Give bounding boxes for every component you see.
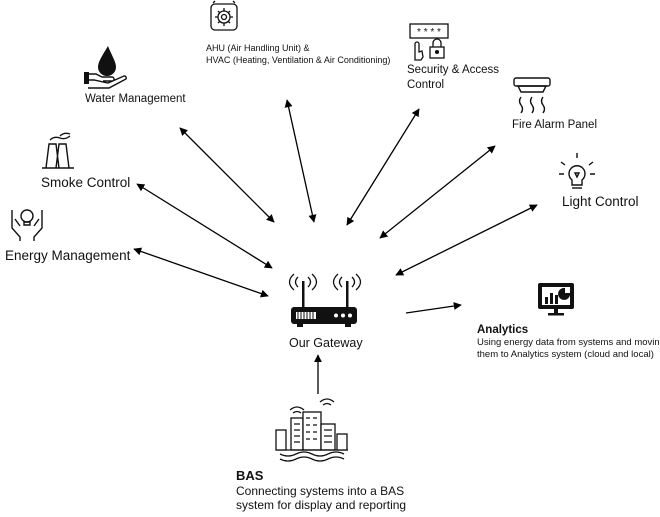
water-management-label: Water Management: [85, 93, 186, 105]
security-label: Security & Access Control: [407, 63, 499, 93]
analytics-desc-line1: Using energy data from systems and movin…: [477, 337, 660, 348]
arrow-energy-gateway: [133, 247, 269, 298]
analytics-title: Analytics: [477, 324, 529, 336]
smoke-stacks-icon: [42, 132, 74, 169]
hvac-label: AHU (Air Handling Unit) & HVAC (Heating,…: [206, 42, 390, 66]
gateway-label: Our Gateway: [289, 336, 363, 350]
hvac-gear-icon: [210, 0, 238, 31]
bas-desc-line2: system for display and reporting: [236, 498, 407, 512]
fire-alarm-panel-label: Fire Alarm Panel: [512, 119, 598, 131]
arrow-water-gateway: [179, 127, 275, 223]
arrow-smoke-gateway: [136, 183, 273, 269]
light-control-label: Light Control: [562, 194, 639, 209]
smoke-detector-icon: [513, 77, 551, 114]
smart-buildings-icon: [275, 398, 348, 462]
svg-text:* * * *: * * * *: [417, 27, 441, 38]
arrow-security-gateway: [346, 108, 420, 226]
energy-bulb-hands-icon: [11, 209, 43, 241]
security-label-line2: Control: [407, 79, 445, 91]
hvac-label-line1: AHU (Air Handling Unit) &: [206, 43, 310, 53]
arrow-light-gateway: [395, 204, 538, 276]
arrow-fire-alarm-gateway: [379, 145, 496, 239]
hvac-label-line2: HVAC (Heating, Ventilation & Air Conditi…: [206, 55, 391, 65]
analytics-block: Analytics Using energy data from systems…: [477, 323, 660, 361]
energy-management-label: Energy Management: [5, 248, 131, 263]
arrow-hvac-gateway: [284, 99, 317, 223]
light-bulb-icon: [559, 153, 595, 189]
bas-desc-line1: Connecting systems into a BAS: [236, 484, 405, 498]
analytics-monitor-icon: [538, 283, 574, 316]
arrow-gateway-analytics: [405, 302, 462, 314]
keypad-lock-icon: * * * *: [409, 23, 449, 61]
analytics-desc-line2: them to Analytics system (cloud and loca…: [477, 349, 654, 360]
smoke-control-label: Smoke Control: [41, 175, 131, 190]
water-drop-hand-icon: [84, 46, 127, 89]
security-label-line1: Security & Access: [407, 64, 500, 76]
bas-title: BAS: [236, 468, 264, 483]
router-icon: [288, 273, 362, 327]
bas-block: BAS Connecting systems into a BAS system…: [236, 468, 406, 512]
